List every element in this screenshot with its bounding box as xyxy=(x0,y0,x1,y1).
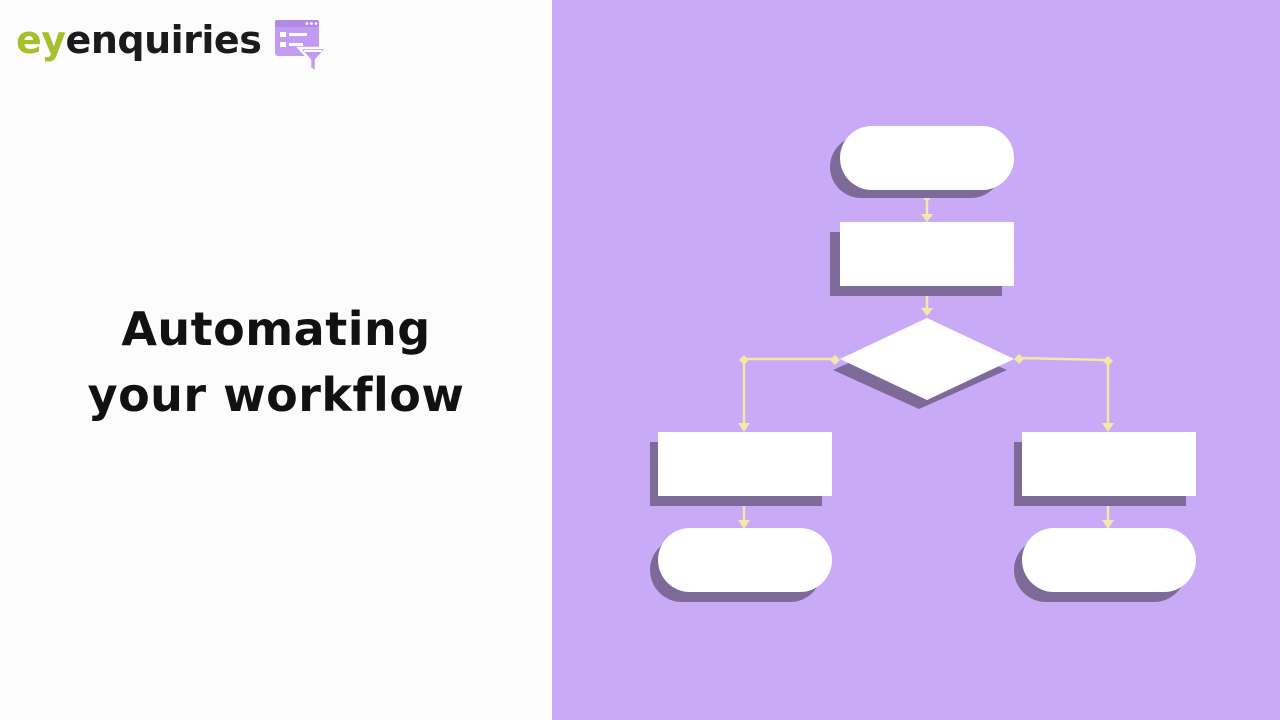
left-process-step xyxy=(658,432,832,496)
decision-diamond xyxy=(840,318,1014,400)
right-end-terminal xyxy=(1022,528,1196,592)
left-end-terminal xyxy=(658,528,832,592)
flowchart-shapes xyxy=(658,126,1196,592)
logo-wordmark-rest: enquiries xyxy=(65,18,262,62)
right-process-step xyxy=(1022,432,1196,496)
logo-wordmark-accent: ey xyxy=(16,18,66,62)
connector-arrowheads xyxy=(738,214,1114,529)
page-title: Automating your workflow xyxy=(0,296,552,428)
illustration-panel xyxy=(552,0,1280,720)
title-line-1: Automating xyxy=(121,302,431,356)
text-panel: eyenquiries Automating your workflow xyxy=(0,0,552,720)
brand-logo: eyenquiries xyxy=(16,14,330,74)
flowchart-illustration xyxy=(650,126,1196,602)
logo-wordmark: eyenquiries xyxy=(16,14,262,66)
process-step xyxy=(840,222,1014,286)
start-terminal xyxy=(840,126,1014,190)
form-filter-icon xyxy=(275,20,330,74)
title-line-2: your workflow xyxy=(87,368,465,422)
